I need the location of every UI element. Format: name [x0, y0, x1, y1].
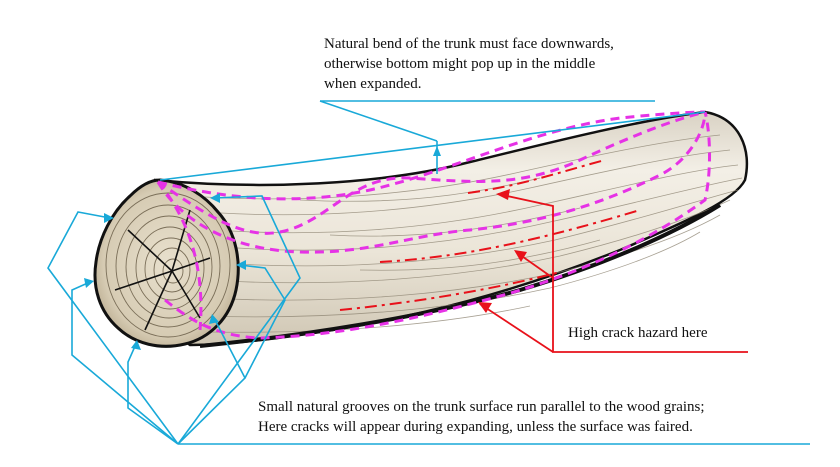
crack-line-3: [339, 271, 561, 311]
guide-top-edge: [157, 110, 706, 201]
arrowhead-icon: [433, 146, 441, 156]
bend-note-line-2: otherwise bottom might pop up in the mid…: [324, 56, 596, 72]
arrowhead-icon: [514, 250, 527, 262]
groove-note-line-1: Small natural grooves on the trunk surfa…: [258, 399, 705, 415]
bend-leaders: [159, 100, 706, 181]
end-grain: [93, 178, 240, 348]
arrowhead-icon: [478, 302, 492, 313]
arrowhead-icon: [210, 193, 220, 203]
arrowhead-icon: [236, 260, 246, 270]
groove-note-line-2: Here cracks will appear during expanding…: [258, 419, 693, 435]
bend-note-line-3: when expanded.: [324, 76, 421, 92]
guide-bottom-edge: [164, 111, 711, 340]
bend-note-line-1: Natural bend of the trunk must face down…: [324, 36, 614, 52]
arrowhead-icon: [496, 189, 510, 200]
arrowhead-icon: [209, 314, 219, 324]
arrowhead-icon: [104, 213, 114, 223]
groove-arrowheads: [84, 193, 246, 350]
arrowhead-icon: [131, 340, 141, 350]
guide-wave-lower: [156, 111, 707, 254]
crack-hazard-lines: [339, 159, 641, 311]
groove-leaders: [47, 195, 810, 445]
crack-line-1: [467, 159, 606, 194]
guide-front: [156, 181, 203, 331]
crack-arrowheads: [478, 189, 527, 313]
arrowhead-icon: [84, 278, 94, 288]
growth-rings: [105, 192, 231, 338]
crack-note: High crack hazard here: [568, 325, 708, 341]
crack-line-2: [379, 209, 641, 263]
radial-cracks: [114, 209, 211, 331]
guide-wave-upper: [157, 110, 706, 235]
magenta-guide-curves: [156, 110, 711, 340]
end-grain-face: [93, 178, 240, 348]
